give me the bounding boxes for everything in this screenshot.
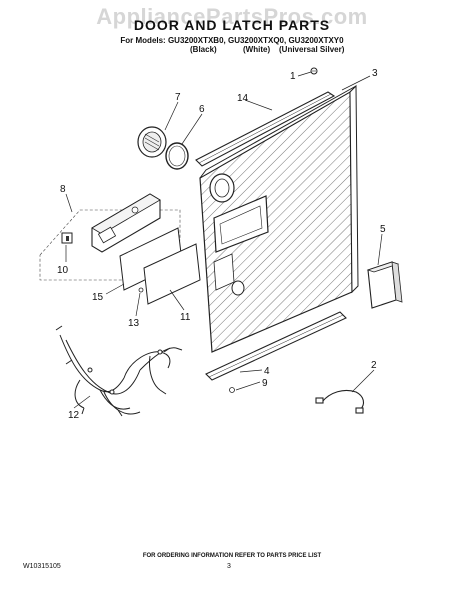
door-cable — [315, 389, 365, 414]
callout-3: 3 — [372, 68, 378, 79]
callout-11: 11 — [180, 312, 191, 323]
callout-numbers: 1 2 3 4 5 6 7 8 9 10 11 12 13 14 15 — [57, 68, 386, 421]
color-label-white: (White) — [243, 45, 271, 54]
control-plates — [119, 227, 201, 305]
wire-harness — [55, 325, 183, 417]
leader-lines — [65, 71, 383, 409]
color-label-silver: (Universal Silver) — [279, 45, 345, 54]
door-module — [366, 261, 403, 309]
callout-9: 9 — [262, 378, 268, 389]
callout-14: 14 — [237, 93, 249, 104]
page-number: 3 — [227, 563, 231, 570]
callout-10: 10 — [57, 265, 69, 276]
watermark: AppliancePartsPros.com — [96, 4, 368, 29]
document-number: W10315105 — [23, 563, 61, 570]
callout-2: 2 — [371, 360, 377, 371]
callout-13: 13 — [128, 318, 140, 329]
callout-6: 6 — [199, 104, 205, 115]
color-label-black: (Black) — [190, 45, 217, 54]
callout-5: 5 — [380, 224, 386, 235]
latch-assembly — [39, 193, 181, 281]
screw-part — [310, 67, 318, 75]
vent-assembly — [137, 126, 167, 158]
ordering-note: FOR ORDERING INFORMATION REFER TO PARTS … — [142, 553, 322, 559]
callout-8: 8 — [60, 184, 66, 195]
vent-gasket — [165, 142, 189, 170]
page-title: DOOR AND LATCH PARTS — [133, 17, 331, 33]
door-trim-strip — [195, 91, 336, 167]
callout-4: 4 — [264, 366, 270, 377]
callout-1: 1 — [290, 71, 296, 82]
bottom-trim — [205, 311, 347, 393]
callout-12: 12 — [68, 410, 80, 421]
callout-7: 7 — [175, 92, 181, 103]
door-panel — [199, 84, 359, 353]
callout-15: 15 — [92, 292, 104, 303]
models-line: For Models: GU3200XTXB0, GU3200XTXQ0, GU… — [120, 36, 344, 45]
